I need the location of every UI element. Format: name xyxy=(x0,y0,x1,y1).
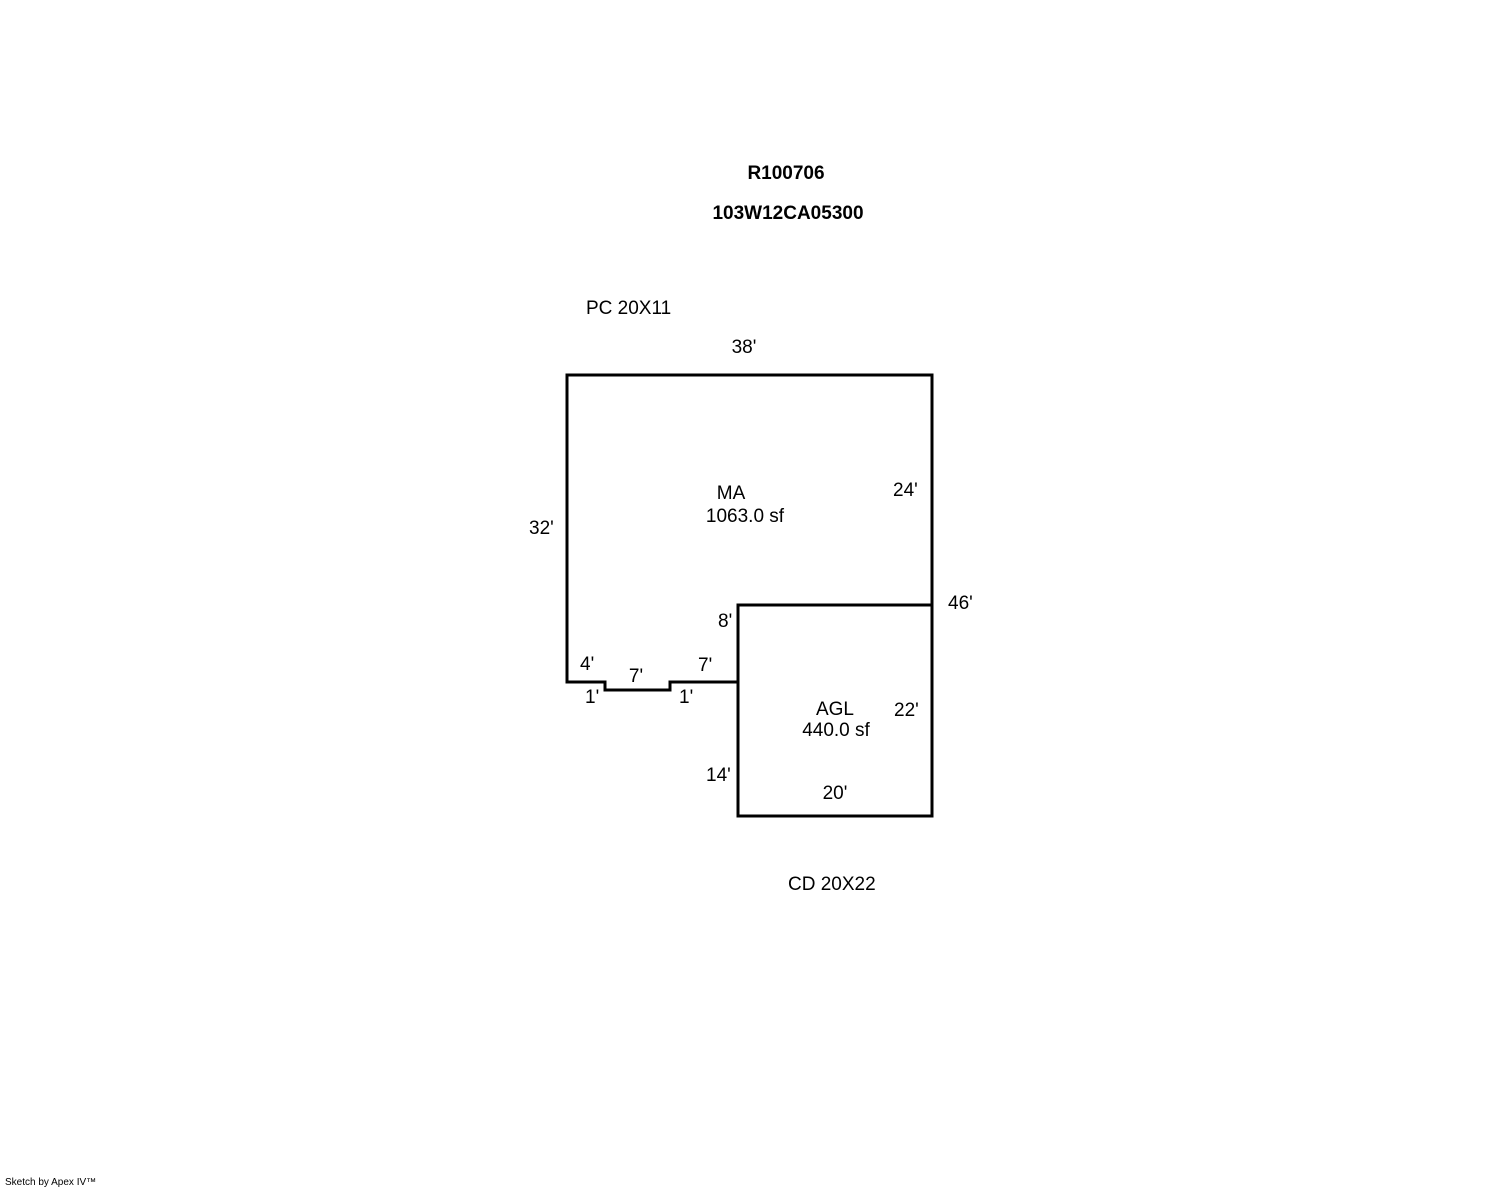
garage-outline xyxy=(736,603,934,818)
garage-area-code: AGL xyxy=(815,699,855,720)
dim-garage-top-left-rise: 8' xyxy=(718,611,733,632)
deck-label: CD 20X22 xyxy=(788,874,876,895)
dim-step-left-rise: 4' xyxy=(580,654,595,675)
dim-main-right-total: 46' xyxy=(948,593,973,614)
dim-main-left: 32' xyxy=(529,518,554,539)
dim-step-right: 7' xyxy=(698,655,713,676)
map-tax-lot: 103W12CA05300 xyxy=(712,203,864,224)
dim-main-top: 38' xyxy=(731,337,757,358)
dim-garage-bottom: 20' xyxy=(822,783,848,804)
dim-garage-right: 22' xyxy=(894,700,919,721)
sketch-credit: Sketch by Apex IV™ xyxy=(5,1177,97,1188)
garage-area-size: 440.0 sf xyxy=(802,720,870,741)
main-area-size: 1063.0 sf xyxy=(705,506,785,527)
dim-step-middle: 7' xyxy=(628,666,644,687)
main-area-outline xyxy=(565,373,934,692)
dim-step-right-drop: 1' xyxy=(679,687,694,708)
porch-label: PC 20X11 xyxy=(586,298,672,319)
account-id: R100706 xyxy=(747,163,825,184)
main-area-code: MA xyxy=(716,483,746,504)
dim-main-right-upper: 24' xyxy=(893,480,918,501)
dim-garage-left-lower: 14' xyxy=(706,765,731,786)
dim-step-left-drop: 1' xyxy=(585,687,600,708)
